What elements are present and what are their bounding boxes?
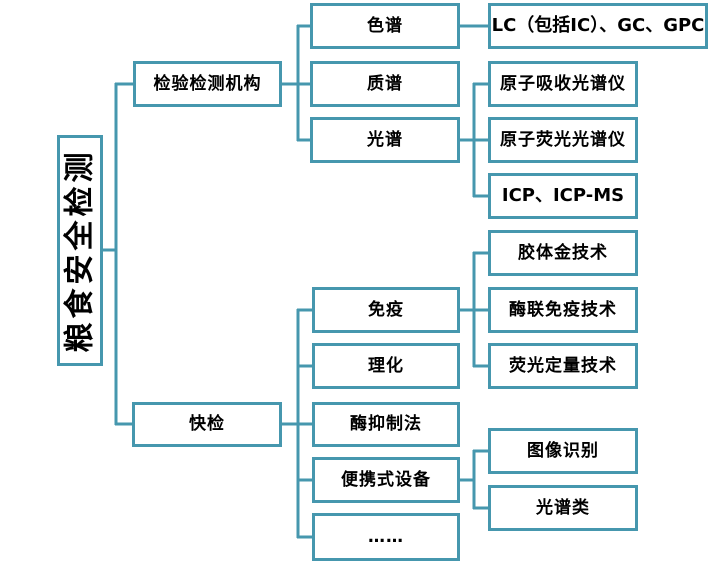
- node-label: ……: [368, 526, 404, 547]
- node-enzyme-inhibition-method: 酶抑制法: [312, 402, 460, 447]
- node-elisa-technique: 酶联免疫技术: [488, 287, 638, 333]
- node-colloidal-gold-technique: 胶体金技术: [488, 230, 638, 276]
- node-label: LC（包括IC）、GC、GPC: [491, 15, 705, 37]
- node-fluorescence-quantitative-technique: 荧光定量技术: [488, 343, 638, 389]
- node-label: 原子荧光光谱仪: [500, 129, 626, 150]
- node-root: 粮食安全检测: [57, 135, 103, 366]
- node-lc-gc-gpc: LC（包括IC）、GC、GPC: [488, 3, 708, 49]
- node-label: 理化: [368, 355, 404, 376]
- node-label: 便携式设备: [341, 469, 431, 490]
- node-label: 光谱: [367, 129, 403, 150]
- node-label: 原子吸收光谱仪: [500, 73, 626, 94]
- node-chromatography: 色谱: [310, 3, 460, 49]
- node-spectral-type: 光谱类: [488, 485, 638, 531]
- node-label: 荧光定量技术: [509, 355, 617, 376]
- node-label: 光谱类: [536, 497, 590, 518]
- node-root-label: 粮食安全检测: [62, 148, 98, 353]
- node-label: 质谱: [367, 73, 403, 94]
- node-label: 胶体金技术: [518, 242, 608, 263]
- node-testing-institutions: 检验检测机构: [133, 61, 282, 107]
- node-immunology: 免疫: [312, 287, 460, 333]
- node-label: 快检: [189, 414, 225, 435]
- node-rapid-testing: 快检: [132, 402, 282, 447]
- node-atomic-absorption-spectrometer: 原子吸收光谱仪: [488, 61, 638, 107]
- node-label: 检验检测机构: [153, 73, 262, 94]
- node-spectroscopy: 光谱: [310, 117, 460, 163]
- node-image-recognition: 图像识别: [488, 428, 638, 474]
- node-icp-icp-ms: ICP、ICP-MS: [488, 173, 638, 219]
- node-label: 酶抑制法: [350, 414, 422, 435]
- node-ellipsis-more: ……: [312, 513, 460, 561]
- node-portable-devices: 便携式设备: [312, 457, 460, 503]
- node-label: 图像识别: [527, 440, 599, 461]
- node-mass-spectrometry: 质谱: [310, 61, 460, 107]
- node-label: 色谱: [367, 15, 403, 36]
- node-label: 酶联免疫技术: [509, 299, 617, 320]
- node-physicochemical: 理化: [312, 343, 460, 389]
- node-label: 免疫: [368, 299, 404, 320]
- node-label: ICP、ICP-MS: [501, 185, 625, 207]
- node-atomic-fluorescence-spectrometer: 原子荧光光谱仪: [488, 117, 638, 163]
